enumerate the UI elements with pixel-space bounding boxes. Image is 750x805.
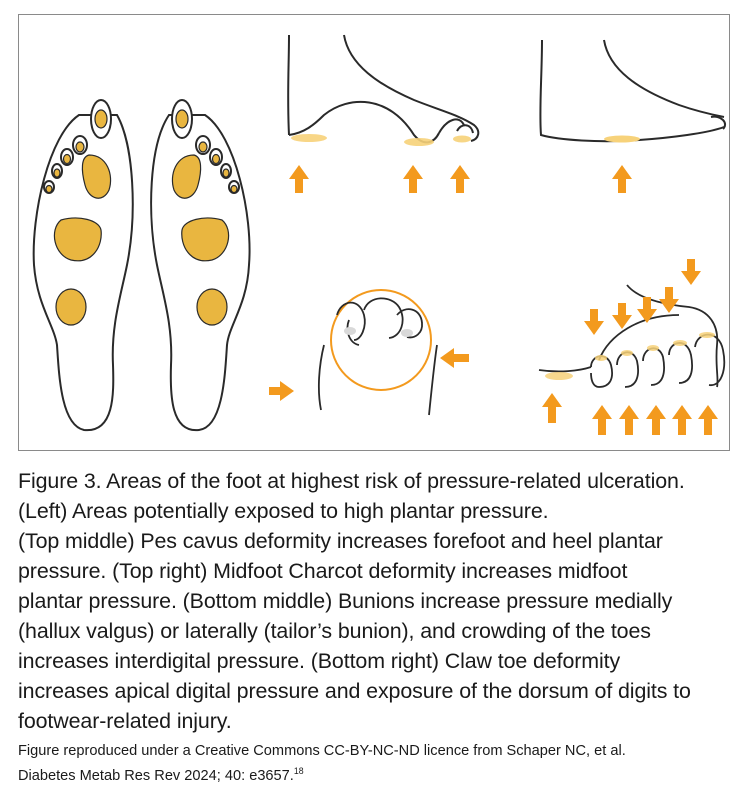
caption-line-1: Figure 3. Areas of the foot at highest r… <box>18 469 685 493</box>
caption-line-4: pressure. (Top right) Midfoot Charcot de… <box>18 559 628 583</box>
claw-toe-up-arrows <box>542 393 718 435</box>
caption-line-3: (Top middle) Pes cavus deformity increas… <box>18 529 663 553</box>
charcot-pressure-area <box>604 135 640 143</box>
pes-cavus-arrows <box>289 165 470 193</box>
credit-citation: Diabetes Metab Res Rev 2024; 40: e3657. <box>18 768 294 784</box>
credit-reference-number: 18 <box>293 766 304 777</box>
figure-caption: Figure 3. Areas of the foot at highest r… <box>18 466 734 736</box>
bunion-arrows <box>269 348 469 401</box>
pes-cavus-pressure-areas <box>291 134 471 146</box>
foot-pressure-illustration <box>32 34 727 435</box>
charcot-foot <box>539 39 727 143</box>
left-sole-pressure-areas <box>45 109 112 326</box>
credit-line-2: Diabetes Metab Res Rev 2024; 40: e3657.1… <box>18 764 734 789</box>
caption-line-7: increases interdigital pressure. (Bottom… <box>18 649 621 673</box>
claw-toe-pressure-areas <box>545 332 715 380</box>
figure-illustration <box>18 14 730 451</box>
caption-line-5: plantar pressure. (Bottom middle) Bunion… <box>18 589 673 613</box>
claw-toe-down-arrows <box>584 259 701 335</box>
figure-credit: Figure reproduced under a Creative Commo… <box>18 739 734 789</box>
bunion-foot <box>317 289 438 416</box>
right-sole-pressure-areas <box>171 109 238 326</box>
left-sole-diagram <box>32 99 134 432</box>
pes-cavus-foot <box>287 34 480 144</box>
claw-toe-foot <box>538 284 726 388</box>
caption-line-6: (hallux valgus) or laterally (tailor’s b… <box>18 619 651 643</box>
caption-line-9: footwear-related injury. <box>18 709 232 733</box>
caption-line-2: (Left) Areas potentially exposed to high… <box>18 499 549 523</box>
credit-line-1: Figure reproduced under a Creative Commo… <box>18 743 626 759</box>
charcot-arrow <box>612 165 632 193</box>
caption-line-8: increases apical digital pressure and ex… <box>18 679 691 703</box>
